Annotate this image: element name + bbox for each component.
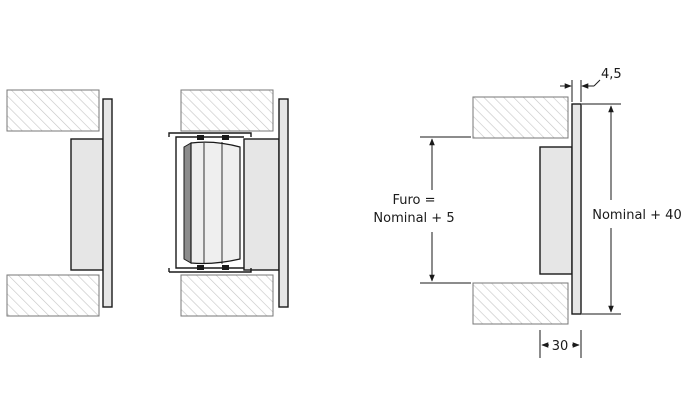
- clip: [222, 135, 229, 140]
- wall-top: [6, 89, 100, 132]
- wall-bottom: [6, 274, 100, 317]
- insert-core: [190, 141, 241, 265]
- view-2-with-insert: [168, 89, 289, 317]
- frame-body: [243, 138, 280, 271]
- clip: [197, 265, 204, 270]
- dimension-depth: [539, 330, 582, 358]
- hole-label-line1: Furo =: [392, 193, 435, 208]
- wall-top: [180, 89, 274, 132]
- thickness-label: 4,5: [601, 67, 622, 82]
- depth-label: 30: [552, 339, 569, 354]
- frame-body: [539, 146, 573, 275]
- frame-body: [70, 138, 104, 271]
- flange-plate: [102, 98, 113, 308]
- wall-bottom: [180, 274, 274, 317]
- view-1-plain-frame: [6, 89, 113, 317]
- insert-shadow: [183, 142, 192, 264]
- clip: [197, 135, 204, 140]
- dimension-hole-height: [420, 136, 471, 284]
- dimension-thickness: [560, 79, 601, 102]
- dimension-outer-height: [582, 103, 621, 315]
- wall-top: [472, 96, 569, 139]
- clip: [222, 265, 229, 270]
- flange-plate: [571, 103, 582, 315]
- outer-height-label: Nominal + 40: [592, 208, 681, 223]
- hole-label-line2: Nominal + 5: [373, 211, 454, 226]
- view-3-dimensioned: Furo = Nominal + 5 Nominal + 40 4,5 30: [373, 67, 682, 358]
- wall-bottom: [472, 282, 569, 325]
- flange-plate: [278, 98, 289, 308]
- insert-frame: [168, 132, 252, 273]
